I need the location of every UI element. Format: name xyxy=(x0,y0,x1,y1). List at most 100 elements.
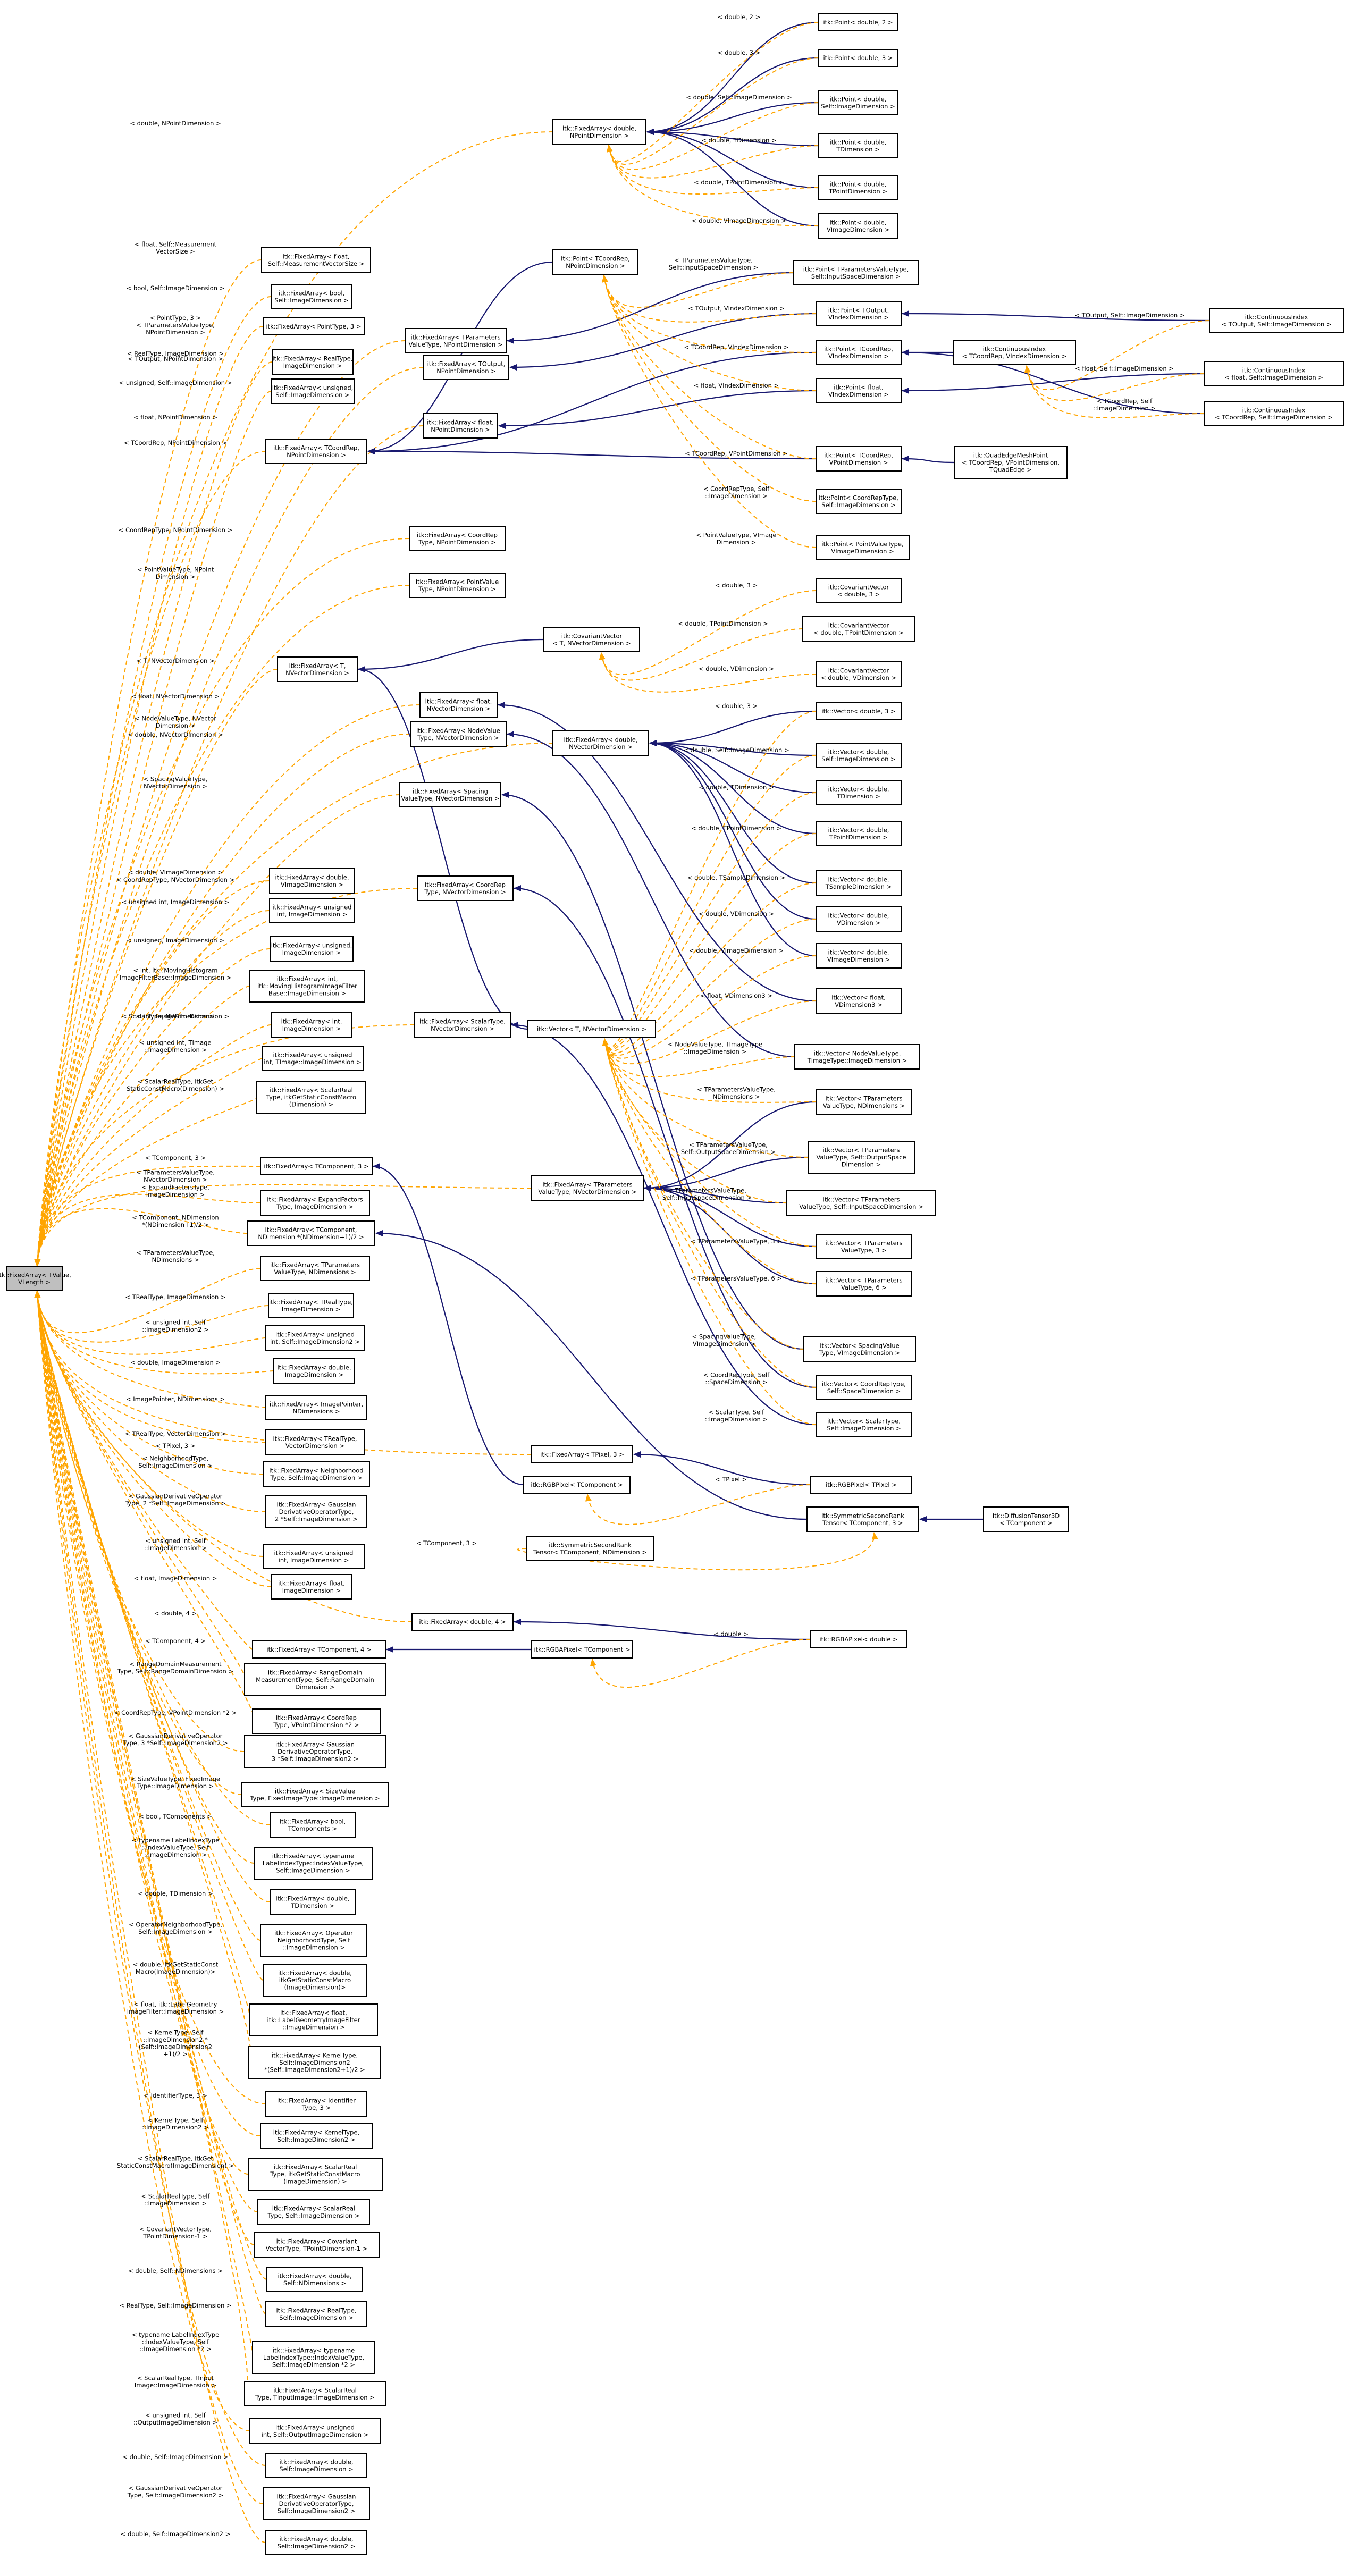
class-node-fa-tn[interactable]: itk::FixedArray< T,NVectorDimension > xyxy=(277,656,358,682)
class-node-fa-label-idx[interactable]: itk::FixedArray< typenameLabelIndexType:… xyxy=(254,1847,373,1880)
class-node-fa-tcomp-nd[interactable]: itk::FixedArray< TComponent,NDimension *… xyxy=(247,1220,375,1246)
class-node-fa-gauss2[interactable]: itk::FixedArray< GaussianDerivativeOpera… xyxy=(265,1495,367,1528)
class-node-fa-param-nvd[interactable]: itk::FixedArray< TParametersValueType, N… xyxy=(531,1175,644,1201)
class-node-fa-float-nvd[interactable]: itk::FixedArray< float,NVectorDimension … xyxy=(419,692,498,718)
class-node-qe-point[interactable]: itk::QuadEdgeMeshPoint< TCoordRep, VPoin… xyxy=(954,446,1068,479)
class-node-v-param-in[interactable]: itk::Vector< TParametersValueType, Self:… xyxy=(786,1190,936,1216)
class-node-fa-tcoord-npd[interactable]: itk::FixedArray< TCoordRep,NPointDimensi… xyxy=(265,439,367,464)
class-node-fa-double-tdim[interactable]: itk::FixedArray< double,TDimension > xyxy=(270,1889,356,1915)
class-node-v-d3[interactable]: itk::Vector< double, 3 > xyxy=(816,702,902,720)
class-node-p-float-vidx[interactable]: itk::Point< float,VIndexDimension > xyxy=(816,378,902,403)
class-node-fa-scalar-nvd[interactable]: itk::FixedArray< ScalarType,NVectorDimen… xyxy=(414,1012,511,1038)
class-node-fa-scalar-real-self[interactable]: itk::FixedArray< ScalarRealType, itkGetS… xyxy=(256,1081,366,1114)
class-node-p-vimg[interactable]: itk::Point< double,VImageDimension > xyxy=(818,213,898,239)
class-node-v-float-vd3[interactable]: itk::Vector< float,VDimension3 > xyxy=(816,988,902,1014)
class-node-v-dtpd[interactable]: itk::Vector< double,TPointDimension > xyxy=(816,821,902,846)
class-node-fa-tpixel3[interactable]: itk::FixedArray< TPixel, 3 > xyxy=(531,1445,633,1463)
class-node-fa-coord-rep-nvd[interactable]: itk::FixedArray< CoordRepType, NVectorDi… xyxy=(417,875,514,901)
class-node-fa-double-img[interactable]: itk::FixedArray< double,ImageDimension > xyxy=(273,1358,355,1384)
class-node-diff-tensor[interactable]: itk::DiffusionTensor3D< TComponent > xyxy=(983,1506,1069,1532)
class-node-fa-double-self-img2[interactable]: itk::FixedArray< double,Self::ImageDimen… xyxy=(265,2530,367,2555)
class-node-fa-int-img[interactable]: itk::FixedArray< int,ImageDimension > xyxy=(271,1012,352,1038)
class-node-fa-double-vimg[interactable]: itk::FixedArray< double,VImageDimension … xyxy=(269,868,355,894)
class-node-p-tdim[interactable]: itk::Point< double,TDimension > xyxy=(818,133,898,158)
class-node-p3[interactable]: itk::Point< double, 3 > xyxy=(818,49,898,67)
class-node-v-tn[interactable]: itk::Vector< T, NVectorDimension > xyxy=(527,1020,656,1038)
class-node-fa-uns-img[interactable]: itk::FixedArray< unsigned,Self::ImageDim… xyxy=(271,378,355,404)
class-node-fa-double-nvd[interactable]: itk::FixedArray< double,NVectorDimension… xyxy=(552,730,649,756)
class-node-fa-img-ptr[interactable]: itk::FixedArray< ImagePointer,NDimension… xyxy=(265,1395,367,1420)
root-node[interactable]: itk::FixedArray< TValue,VLength > xyxy=(0,1266,71,1291)
class-node-fa-float-img[interactable]: itk::FixedArray< float,ImageDimension > xyxy=(271,1574,352,1600)
class-node-fa-param-nd[interactable]: itk::FixedArray< TParametersValueType, N… xyxy=(260,1256,370,1281)
class-node-ci-tcoord-self[interactable]: itk::ContinuousIndex< TCoordRep, Self::I… xyxy=(1204,401,1344,426)
class-node-fa-scalar-real-static[interactable]: itk::FixedArray< ScalarRealType, itkGetS… xyxy=(248,2158,383,2191)
class-node-cv-tn[interactable]: itk::CovariantVector< T, NVectorDimensio… xyxy=(543,627,640,652)
class-node-v-spacing-vt[interactable]: itk::Vector< SpacingValueType, VImageDim… xyxy=(803,1336,916,1362)
class-node-fa-gauss-self2[interactable]: itk::FixedArray< GaussianDerivativeOpera… xyxy=(263,2487,370,2520)
class-node-fa-range-domain[interactable]: itk::FixedArray< RangeDomainMeasurementT… xyxy=(244,1663,386,1696)
class-node-v-param3[interactable]: itk::Vector< TParametersValueType, 3 > xyxy=(816,1234,912,1259)
class-node-ci-tcoord-vidx[interactable]: itk::ContinuousIndex< TCoordRep, VIndexD… xyxy=(953,340,1076,365)
class-node-fa-uns-img-dim[interactable]: itk::FixedArray< unsigned,ImageDimension… xyxy=(270,936,354,962)
class-node-fa-expand[interactable]: itk::FixedArray< ExpandFactorsType, Imag… xyxy=(260,1190,370,1216)
class-node-fa-bool-tc[interactable]: itk::FixedArray< bool,TComponents > xyxy=(270,1812,356,1838)
class-node-rgba-tcomp[interactable]: itk::RGBAPixel< TComponent > xyxy=(531,1640,633,1659)
class-node-p-tpd[interactable]: itk::Point< double,TPointDimension > xyxy=(818,175,898,200)
class-node-fa-tout-npd[interactable]: itk::FixedArray< TOutput,NPointDimension… xyxy=(423,355,509,380)
class-node-fa-treal-img[interactable]: itk::FixedArray< TRealType,ImageDimensio… xyxy=(268,1293,354,1318)
class-node-fa-point-type3[interactable]: itk::FixedArray< PointType, 3 > xyxy=(263,317,365,335)
class-node-fa-coord-rep-npd[interactable]: itk::FixedArray< CoordRepType, NPointDim… xyxy=(409,526,506,551)
class-node-fa-double4[interactable]: itk::FixedArray< double, 4 > xyxy=(411,1613,514,1631)
class-node-cv-dvdim[interactable]: itk::CovariantVector< double, VDimension… xyxy=(816,661,902,687)
class-node-fa-double-self-nd[interactable]: itk::FixedArray< double,Self::NDimension… xyxy=(266,2267,363,2292)
class-node-p2[interactable]: itk::Point< double, 2 > xyxy=(818,13,898,31)
class-node-fa-neigh[interactable]: itk::FixedArray< NeighborhoodType, Self:… xyxy=(263,1461,370,1487)
class-node-fa-double-npd[interactable]: itk::FixedArray< double,NPointDimension … xyxy=(552,119,646,145)
class-node-cv-dtpd[interactable]: itk::CovariantVector< double, TPointDime… xyxy=(802,616,915,642)
class-node-fa-scalar-real-tin[interactable]: itk::FixedArray< ScalarRealType, TInputI… xyxy=(244,2381,386,2406)
class-node-cv-d3[interactable]: itk::CovariantVector< double, 3 > xyxy=(816,578,902,603)
class-node-fa-float-label-geo[interactable]: itk::FixedArray< float,itk::LabelGeometr… xyxy=(249,2003,378,2036)
class-node-fa-double-static[interactable]: itk::FixedArray< double,itkGetStaticCons… xyxy=(263,1964,367,1997)
class-node-v-coord-rep-space[interactable]: itk::Vector< CoordRepType,Self::SpaceDim… xyxy=(816,1375,912,1400)
class-node-fa-size-vt[interactable]: itk::FixedArray< SizeValueType, FixedIma… xyxy=(241,1782,389,1807)
class-node-ci-float-self[interactable]: itk::ContinuousIndex< float, Self::Image… xyxy=(1204,361,1344,386)
class-node-p-coord-rep-self[interactable]: itk::Point< CoordRepType,Self::ImageDime… xyxy=(816,489,902,514)
class-node-v-dtsd[interactable]: itk::Vector< double,TSampleDimension > xyxy=(816,870,902,896)
class-node-fa-int-mov[interactable]: itk::FixedArray< int,itk::MovingHistogra… xyxy=(249,970,365,1003)
class-node-fa-float-npd[interactable]: itk::FixedArray< float,NPointDimension > xyxy=(423,413,498,439)
class-node-fa-scalar-real-self-img[interactable]: itk::FixedArray< ScalarRealType, Self::I… xyxy=(257,2199,370,2225)
class-node-fa-double-self-img[interactable]: itk::FixedArray< double,Self::ImageDimen… xyxy=(265,2453,367,2478)
class-node-rgb-tpixel[interactable]: itk::RGBPixel< TPixel > xyxy=(810,1476,912,1494)
class-node-p-param-vt[interactable]: itk::Point< TParametersValueType,Self::I… xyxy=(793,260,919,285)
class-node-v-node-vt[interactable]: itk::Vector< NodeValueType,TImageType::I… xyxy=(794,1044,920,1070)
class-node-p-tcoord-vidx[interactable]: itk::Point< TCoordRep,VIndexDimension > xyxy=(816,340,902,365)
class-node-v-dtdim[interactable]: itk::Vector< double,TDimension > xyxy=(816,780,902,805)
class-node-v-dself-img[interactable]: itk::Vector< double,Self::ImageDimension… xyxy=(816,743,902,768)
class-node-fa-real-self-img[interactable]: itk::FixedArray< RealType,Self::ImageDim… xyxy=(265,2301,367,2327)
class-node-p-tout-vdim[interactable]: itk::Point< TOutput,VIndexDimension > xyxy=(816,301,902,326)
class-node-v-param-nd[interactable]: itk::Vector< TParametersValueType, NDime… xyxy=(816,1089,912,1115)
class-node-v-dvimg[interactable]: itk::Vector< double,VImageDimension > xyxy=(816,943,902,969)
class-node-fa-cov-vt[interactable]: itk::FixedArray< CovariantVectorType, TP… xyxy=(254,2232,380,2258)
class-node-fa-coord-rep-vpd[interactable]: itk::FixedArray< CoordRepType, VPointDim… xyxy=(252,1708,381,1734)
class-node-fa-param-npd[interactable]: itk::FixedArray< TParametersValueType, N… xyxy=(405,328,507,353)
class-node-rgb-tcomp[interactable]: itk::RGBPixel< TComponent > xyxy=(523,1476,631,1494)
class-node-p-self-img[interactable]: itk::Point< double,Self::ImageDimension … xyxy=(818,90,898,115)
class-node-fa-gauss3[interactable]: itk::FixedArray< GaussianDerivativeOpera… xyxy=(244,1735,386,1768)
class-node-p-tcoord-rep-n[interactable]: itk::Point< TCoordRep,NPointDimension > xyxy=(552,249,638,275)
class-node-v-scalar-self[interactable]: itk::Vector< ScalarType,Self::ImageDimen… xyxy=(816,1412,912,1437)
class-node-v-param6[interactable]: itk::Vector< TParametersValueType, 6 > xyxy=(816,1271,912,1297)
class-node-v-dvdim[interactable]: itk::Vector< double,VDimension > xyxy=(816,906,902,932)
class-node-fa-tcomp3[interactable]: itk::FixedArray< TComponent, 3 > xyxy=(260,1157,373,1175)
class-node-v-param-out[interactable]: itk::Vector< TParametersValueType, Self:… xyxy=(808,1141,915,1174)
class-node-fa-spacing-vt[interactable]: itk::FixedArray< SpacingValueType, NVect… xyxy=(399,782,501,807)
class-node-fa-kernel-self2[interactable]: itk::FixedArray< KernelType,Self::ImageD… xyxy=(260,2123,373,2149)
class-node-fa-treal-vd[interactable]: itk::FixedArray< TRealType,VectorDimensi… xyxy=(265,1429,365,1455)
